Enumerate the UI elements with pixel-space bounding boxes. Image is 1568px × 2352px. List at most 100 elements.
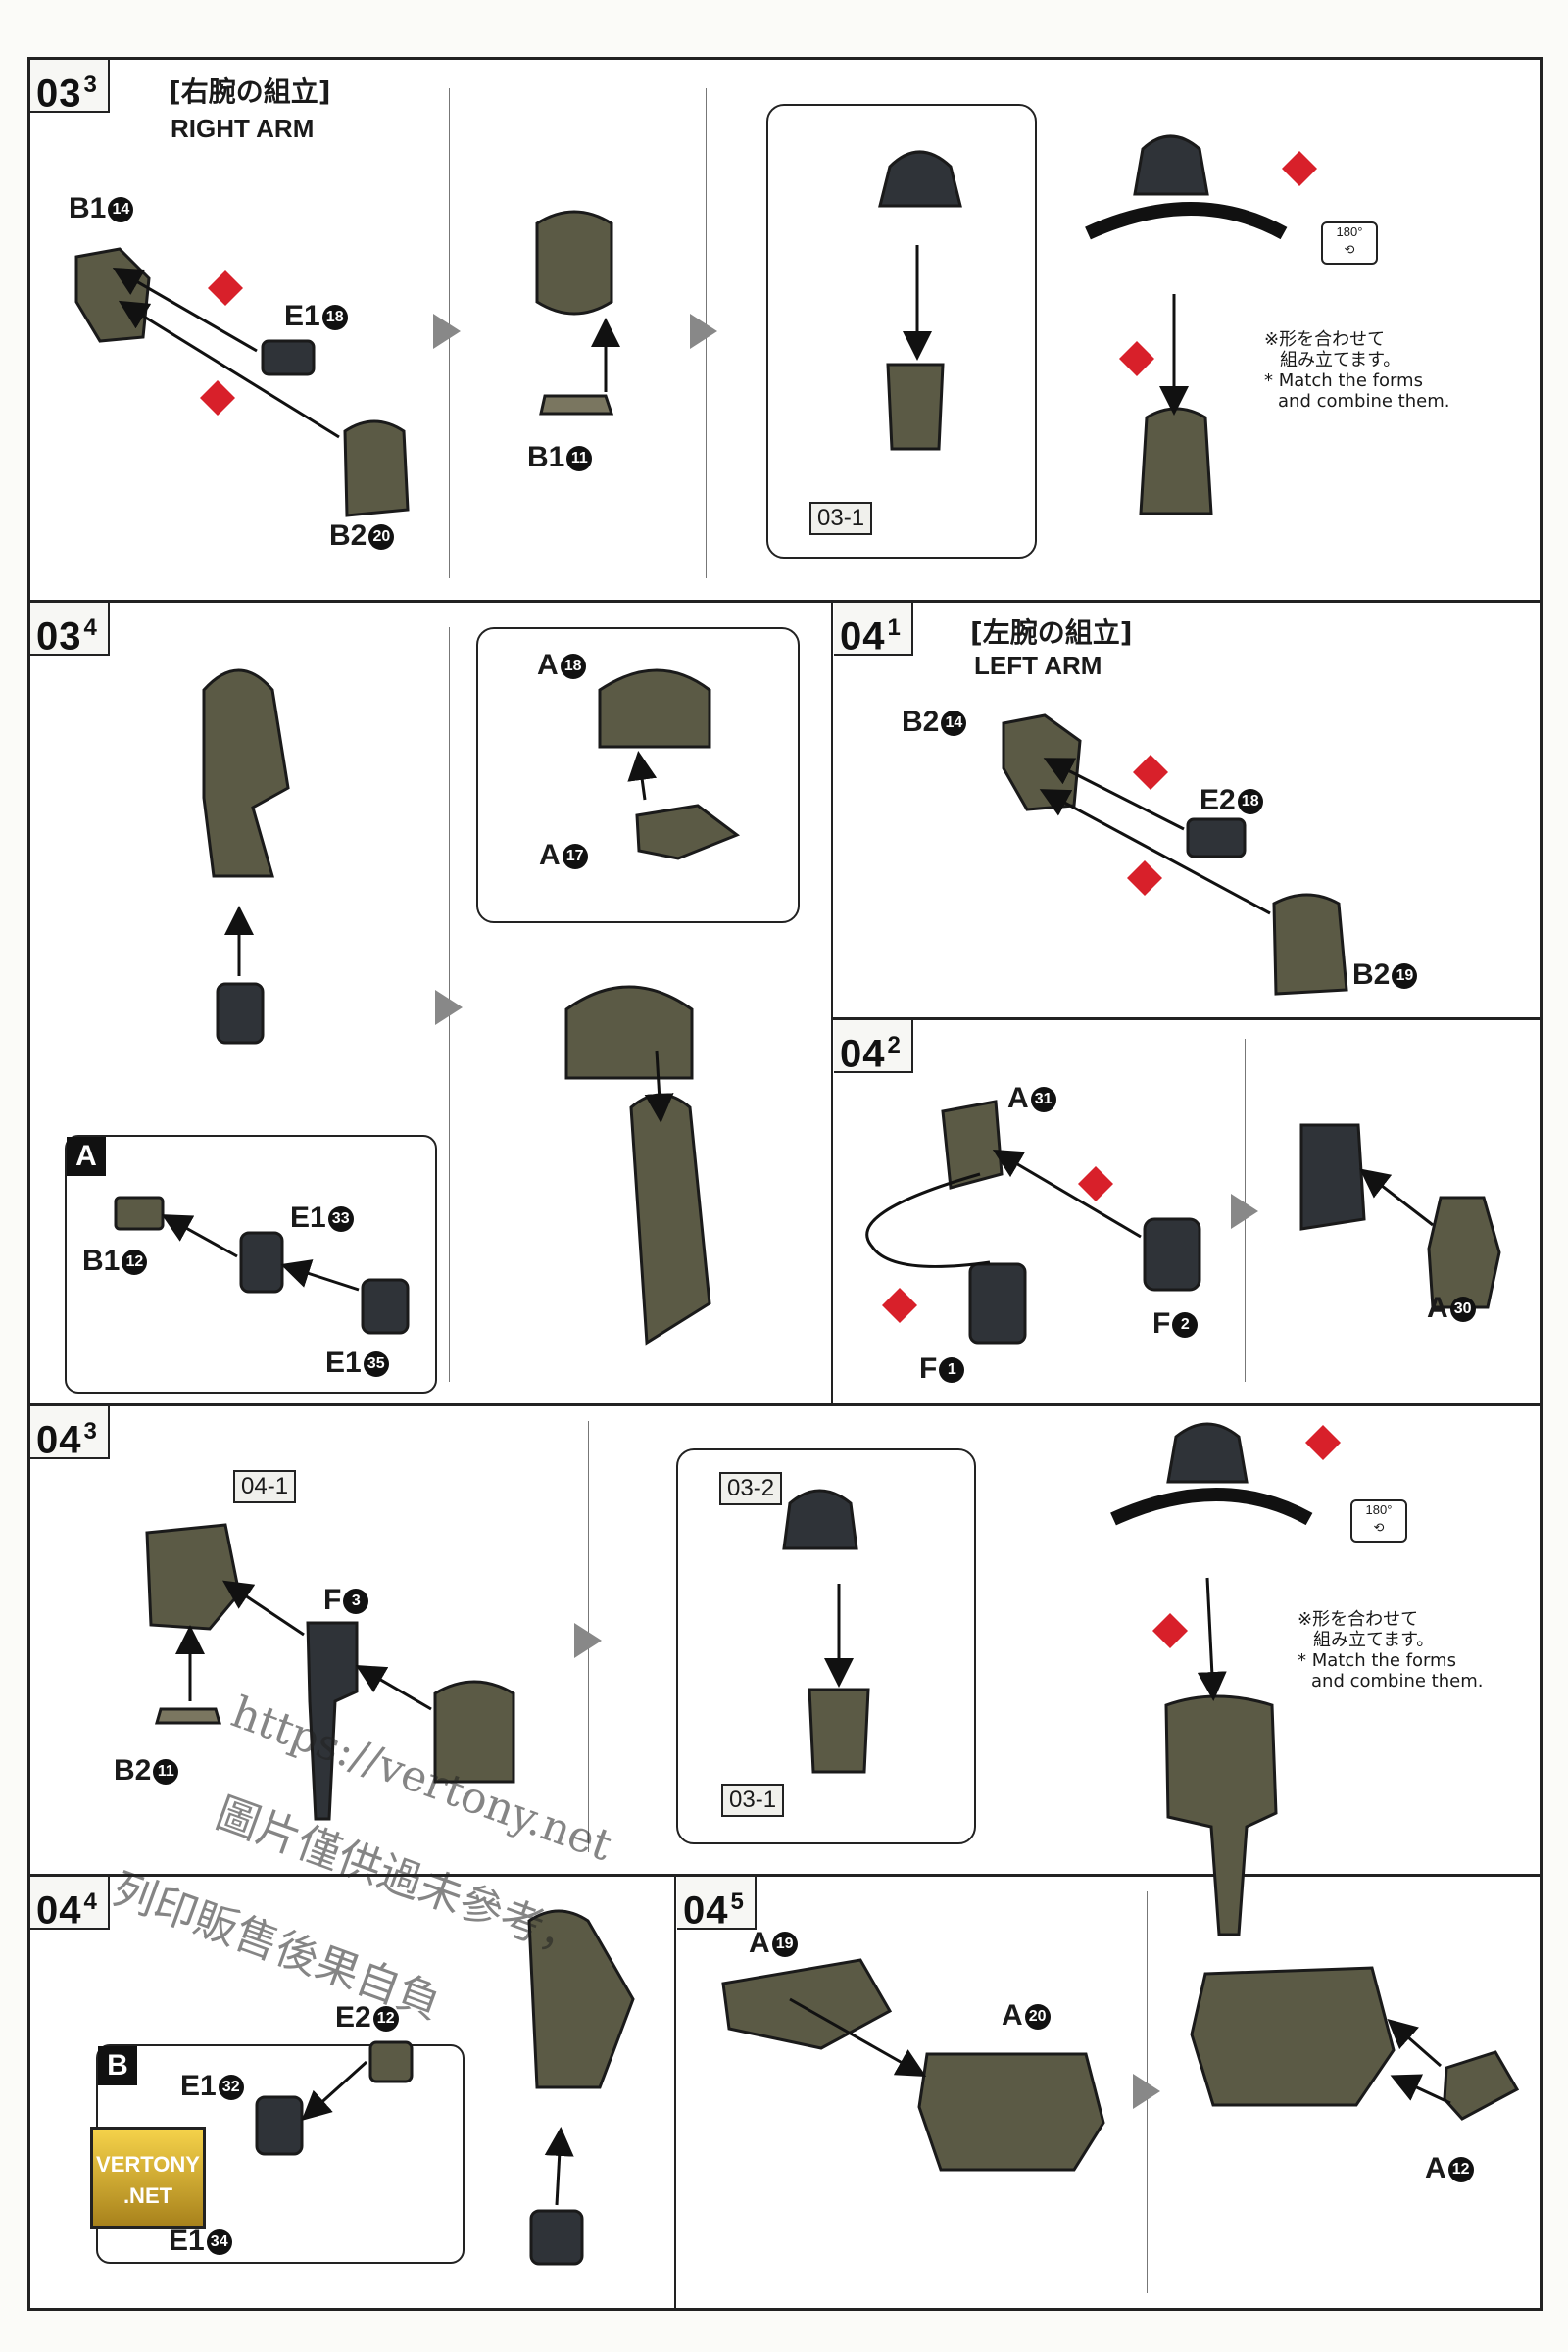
step-04-4-badge: 044 bbox=[30, 1877, 110, 1932]
part-b1-11-shape bbox=[539, 394, 614, 416]
part-a18-shape bbox=[598, 668, 711, 749]
reference-tag: 03-2 bbox=[719, 1472, 783, 1505]
arm-assembly-shape bbox=[202, 668, 290, 878]
row-divider-04-2 bbox=[831, 1017, 1543, 1020]
part-b2-11-shape bbox=[155, 1707, 221, 1725]
row-divider-3 bbox=[27, 1874, 1543, 1877]
part-f3-shape bbox=[306, 1621, 359, 1821]
part-e2-18-shape bbox=[1186, 817, 1247, 858]
order-2-badge-icon bbox=[200, 380, 235, 416]
step-04-1-jp-title: [左腕の組立] bbox=[970, 616, 1133, 649]
next-arrow-icon bbox=[1133, 2074, 1160, 2109]
step-04-3-badge: 043 bbox=[30, 1406, 110, 1461]
backpack-assembled-shape bbox=[1190, 1966, 1396, 2107]
row-divider-2 bbox=[27, 1403, 1543, 1406]
part-e1-18-shape bbox=[261, 339, 316, 376]
part-e2-12-shape bbox=[368, 2040, 414, 2083]
rotation-arrow-icon bbox=[1085, 202, 1288, 240]
step-03-4-badge: 034 bbox=[30, 603, 110, 658]
step-04-1-en-title: LEFT ARM bbox=[974, 651, 1102, 680]
order-1-badge-icon bbox=[1152, 1613, 1188, 1648]
rotate-180-icon: 180°⟲ bbox=[1350, 1499, 1407, 1543]
part-e1-35-shape bbox=[361, 1278, 410, 1335]
hand-joint-2-shape bbox=[529, 2209, 584, 2266]
forearm-shape bbox=[886, 363, 945, 451]
order-1-badge-icon bbox=[1133, 755, 1168, 790]
order-2-badge-icon bbox=[1282, 151, 1317, 186]
part-a12-shape bbox=[1443, 2050, 1520, 2121]
subassembly-a-label: A bbox=[67, 1137, 106, 1176]
upper-arm-shell-shape bbox=[535, 210, 613, 316]
part-b2-19-shape bbox=[1272, 893, 1348, 996]
order-1-badge-icon bbox=[208, 270, 243, 306]
part-f2-shape bbox=[1143, 1217, 1201, 1292]
reference-tag: 03-1 bbox=[721, 1784, 785, 1817]
part-a19-shape bbox=[721, 1958, 893, 2050]
forearm-plate-shape bbox=[1299, 1123, 1366, 1231]
subassembly-b-label: B bbox=[98, 2046, 137, 2085]
col-divider-045 bbox=[674, 1874, 676, 2311]
part-a17-shape bbox=[635, 804, 741, 860]
reference-tag: 04-1 bbox=[233, 1470, 297, 1503]
step-03-3-en-title: RIGHT ARM bbox=[171, 114, 315, 143]
part-b1-12-shape bbox=[114, 1196, 165, 1231]
rotation-arrow-icon bbox=[1110, 1488, 1313, 1526]
shoulder-joint-shape bbox=[1133, 134, 1209, 196]
part-b2-20-shape bbox=[343, 419, 410, 517]
step-04-2-badge: 042 bbox=[834, 1020, 913, 1075]
order-2-badge-icon bbox=[1127, 860, 1162, 896]
next-arrow-icon bbox=[1231, 1194, 1258, 1229]
row-divider-1 bbox=[27, 600, 1543, 603]
shoulder-cap-shape bbox=[564, 985, 694, 1080]
elbow-joint-shape bbox=[878, 150, 962, 208]
part-04-1-assembly-shape bbox=[145, 1523, 241, 1631]
step-04-1-badge: 041 bbox=[834, 603, 913, 658]
assembled-left-forearm-shape bbox=[1164, 1694, 1278, 1936]
next-arrow-icon bbox=[433, 314, 461, 349]
part-b2-14-shape bbox=[1002, 713, 1082, 811]
order-1-badge-icon bbox=[1119, 341, 1154, 376]
forearm-cover-shape bbox=[433, 1680, 515, 1784]
order-2-badge-icon bbox=[1305, 1425, 1341, 1460]
order-1-badge-icon bbox=[1078, 1166, 1113, 1201]
order-2-badge-icon bbox=[882, 1288, 917, 1323]
elbow-joint-2-shape bbox=[782, 1489, 858, 1550]
forearm-2-shape bbox=[808, 1688, 870, 1774]
part-f1-shape bbox=[968, 1262, 1027, 1345]
hand-joint-shape bbox=[216, 982, 265, 1045]
next-arrow-icon bbox=[435, 990, 463, 1025]
part-a20-shape bbox=[917, 2052, 1105, 2172]
col-divider-04 bbox=[831, 600, 833, 1403]
reference-tag: 03-1 bbox=[809, 502, 873, 535]
rotate-180-icon: 180°⟲ bbox=[1321, 221, 1378, 265]
routing-line bbox=[865, 1172, 991, 1268]
step-04-5-badge: 045 bbox=[677, 1877, 757, 1932]
next-arrow-icon bbox=[690, 314, 717, 349]
part-e1-32-shape bbox=[255, 2095, 304, 2156]
